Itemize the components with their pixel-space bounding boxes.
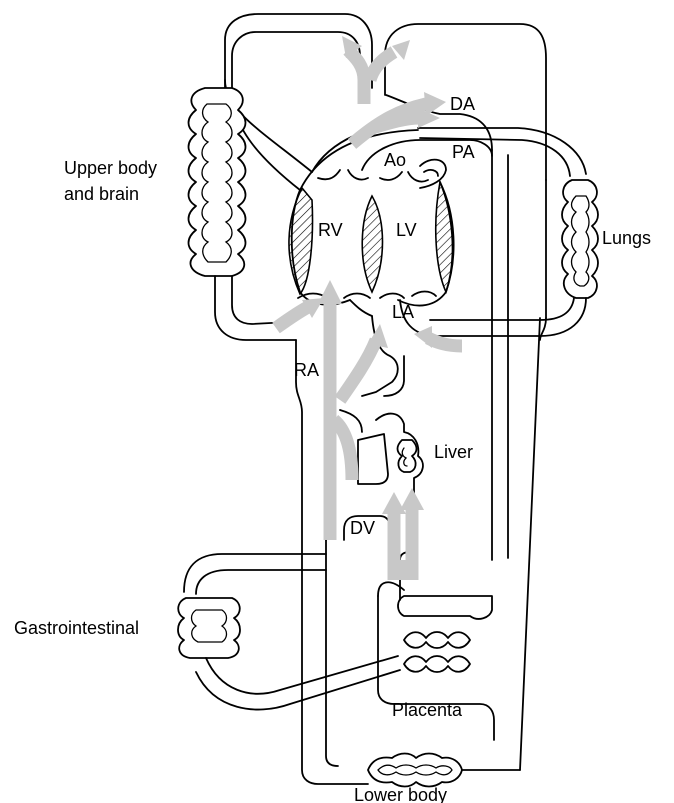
venous-trunk [296, 340, 390, 784]
label-lungs: Lungs [602, 228, 651, 248]
descending-aorta [492, 150, 546, 770]
upper-body-capillary-bed [189, 88, 246, 276]
label-la: LA [392, 302, 414, 322]
label-pa: PA [452, 142, 475, 162]
label-dv: DV [350, 518, 375, 538]
label-upper-body-line2: and brain [64, 184, 139, 204]
blood-flow-arrows [276, 36, 462, 580]
right-ventricle-wall [289, 188, 313, 294]
label-ao: Ao [384, 150, 406, 170]
label-liver: Liver [434, 442, 473, 462]
gastrointestinal-circulation [178, 520, 416, 710]
label-lower-body: Lower body [354, 785, 447, 803]
label-da: DA [450, 94, 475, 114]
label-lv: LV [396, 220, 417, 240]
label-placenta: Placenta [392, 700, 463, 720]
left-ventricle-wall [436, 182, 454, 292]
label-ra: RA [294, 360, 319, 380]
interventricular-septum [362, 196, 382, 292]
label-upper-body-line1: Upper body [64, 158, 157, 178]
label-rv: RV [318, 220, 343, 240]
lower-body-capillary-bed [368, 754, 520, 787]
label-gastrointestinal: Gastrointestinal [14, 618, 139, 638]
